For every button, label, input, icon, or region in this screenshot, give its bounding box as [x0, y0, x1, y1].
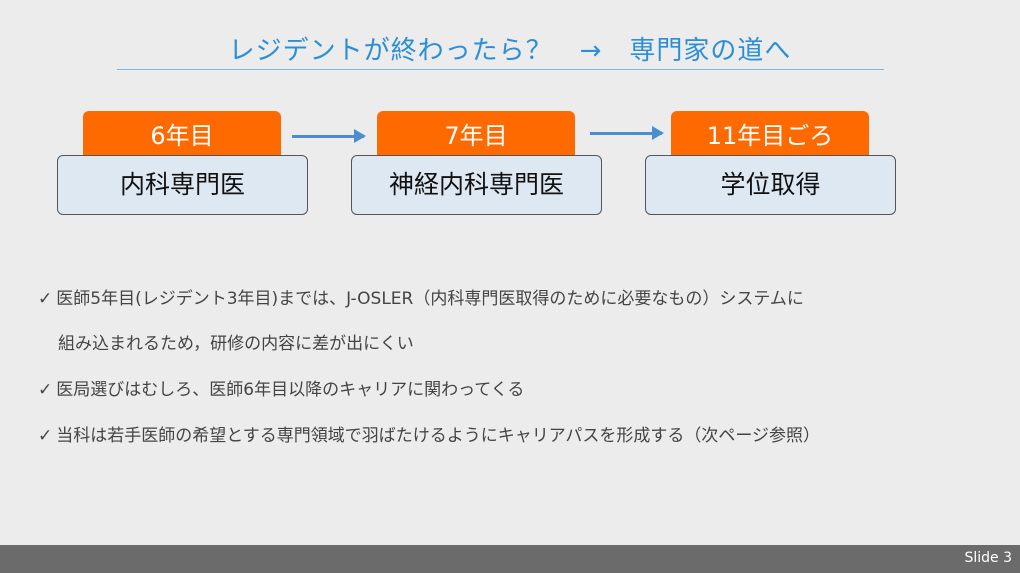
step-label-2: 神経内科専門医 — [351, 155, 602, 215]
step-year-2: 7年目 — [377, 111, 575, 157]
bullet-item: ✓医局選びはむしろ、医師6年目以降のキャリアに関わってくる — [38, 375, 524, 400]
check-icon: ✓ — [38, 426, 53, 446]
slide-number: Slide 3 — [964, 550, 1012, 566]
bullet-item: ✓医師5年目(レジデント3年目)までは、J-OSLER（内科専門医取得のために必… — [38, 284, 804, 309]
bullet-item: ✓当科は若手医師の希望とする専門領域で羽ばたけるようにキャリアパスを形成する（次… — [38, 421, 820, 446]
bullet-continuation: 組み込まれるため，研修の内容に差が出にくい — [58, 334, 414, 354]
bullet-text: 医師5年目(レジデント3年目)までは、J-OSLER（内科専門医取得のために必要… — [56, 289, 804, 309]
check-icon: ✓ — [38, 380, 53, 400]
footer-bar: Slide 3 — [0, 545, 1020, 573]
step-label-3: 学位取得 — [645, 155, 896, 215]
check-icon: ✓ — [38, 289, 53, 309]
step-label-1: 内科専門医 — [57, 155, 308, 215]
slide-title: レジデントが終わったら？ → 専門家の道へ — [228, 36, 792, 66]
bullet-text: 医局選びはむしろ、医師6年目以降のキャリアに関わってくる — [56, 380, 525, 400]
step-year-3: 11年目ごろ — [671, 111, 869, 157]
title-underline — [117, 69, 884, 70]
step-year-1: 6年目 — [83, 111, 281, 157]
arrow-right-icon — [590, 126, 664, 140]
arrow-right-icon — [292, 129, 366, 143]
bullet-text: 当科は若手医師の希望とする専門領域で羽ばたけるようにキャリアパスを形成する（次ペ… — [56, 426, 821, 446]
